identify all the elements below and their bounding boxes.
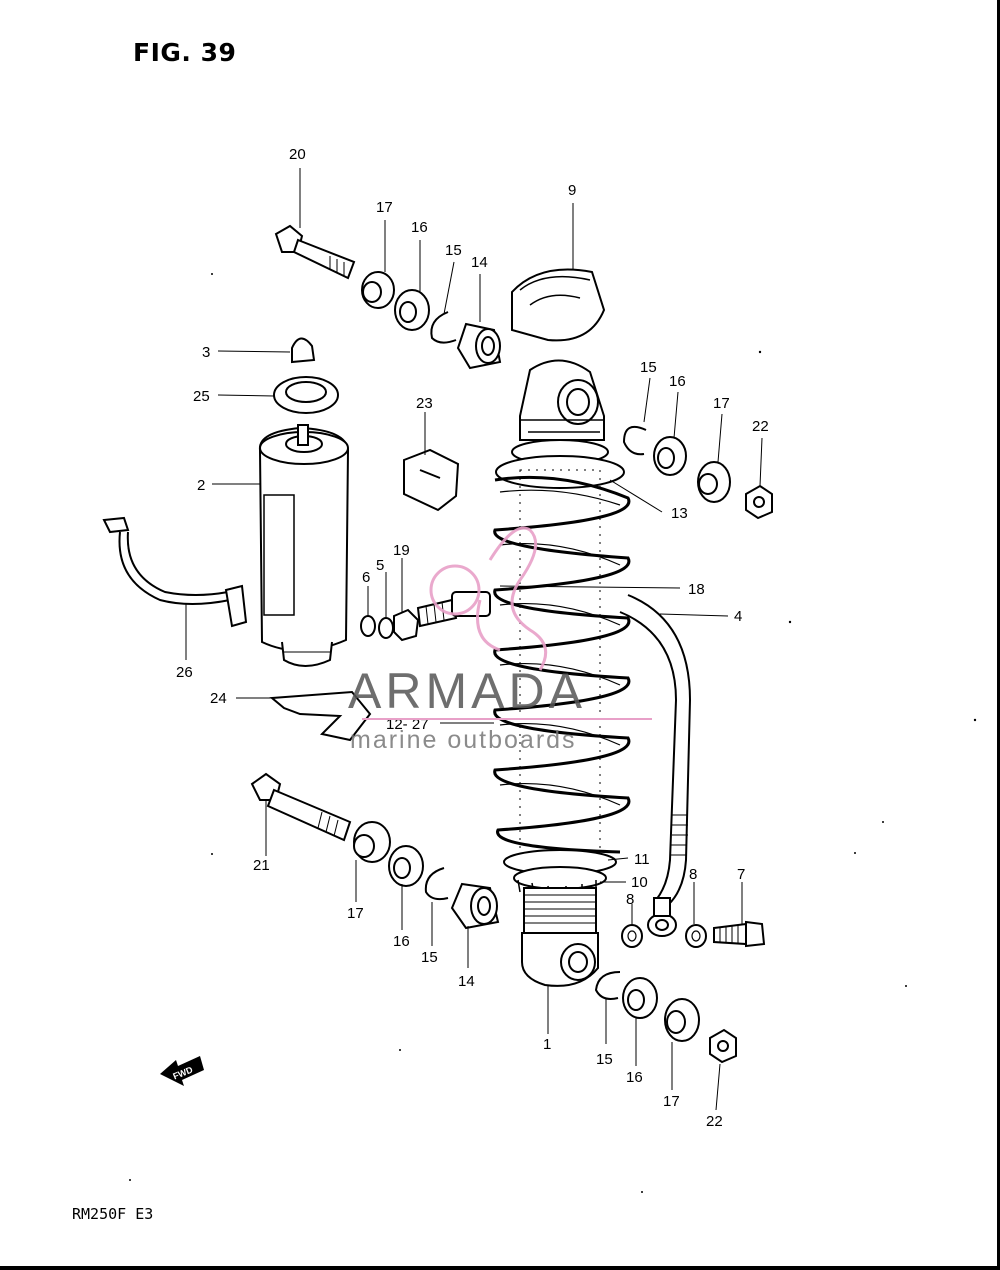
coil-spring: [493, 475, 631, 854]
callout-17: 17: [376, 199, 393, 216]
callout-24: 24: [210, 690, 227, 707]
callout-17: 17: [713, 395, 730, 412]
callout-15: 15: [596, 1051, 613, 1068]
watermark: ARMADA marine outboards: [348, 526, 652, 754]
callout-19: 19: [393, 542, 410, 559]
scan-specks: [129, 273, 977, 1193]
lower-oil-seal: [388, 845, 424, 887]
callout-17: 17: [663, 1093, 680, 1110]
frame-right-edge: [997, 0, 1000, 1270]
callouts: 20 17 16 15 14 9 3 25 23 2 15 16 17 22 1…: [176, 146, 769, 1130]
callout-7: 7: [737, 866, 745, 883]
frame-bottom-edge: [0, 1266, 1000, 1270]
right-lower-oil-seal: [622, 977, 658, 1019]
callout-14: 14: [458, 973, 475, 990]
washer-6: [360, 615, 376, 637]
right-upper-oil-seal: [653, 436, 687, 476]
watermark-brand: ARMADA: [348, 663, 586, 719]
callout-20: 20: [289, 146, 306, 163]
callout-21: 21: [253, 857, 270, 874]
lower-mount-bolt: [250, 772, 352, 842]
callout-16: 16: [626, 1069, 643, 1086]
leader-lines: [185, 168, 763, 1111]
reservoir-band: [102, 516, 248, 628]
callout-9: 9: [568, 182, 576, 199]
adjuster-screw: [416, 591, 491, 628]
reservoir: [258, 424, 350, 667]
callout-4: 4: [734, 608, 742, 625]
callout-1: 1: [543, 1036, 551, 1053]
right-upper-circlip: [622, 426, 647, 456]
figure-title: FIG. 39: [133, 38, 237, 67]
callout-22: 22: [752, 418, 769, 435]
callout-16: 16: [411, 219, 428, 236]
washer-8b: [685, 924, 707, 948]
callout-11: 11: [634, 851, 650, 868]
rubber-seal: [273, 376, 339, 414]
right-lower-circlip: [594, 971, 621, 1000]
callout-8: 8: [689, 866, 697, 883]
callout-10: 10: [631, 874, 648, 891]
callout-13: 13: [671, 505, 688, 522]
cushion: [403, 448, 460, 512]
right-upper-nut: [745, 484, 773, 520]
upper-mount-bolt: [274, 224, 356, 280]
callout-25: 25: [193, 388, 210, 405]
watermark-logo-icon: [429, 526, 548, 671]
callout-2: 2: [197, 477, 205, 494]
callout-5: 5: [376, 557, 384, 574]
reservoir-hose: [619, 594, 692, 937]
lower-bushing: [450, 882, 500, 930]
lower-collar: [353, 821, 391, 863]
upper-oil-seal: [394, 289, 430, 331]
callout-3: 3: [202, 344, 210, 361]
rubber-cap: [511, 268, 606, 342]
callout-16: 16: [669, 373, 686, 390]
valve-cap: [291, 337, 316, 364]
callout-22: 22: [706, 1113, 723, 1130]
callout-16: 16: [393, 933, 410, 950]
callout-17: 17: [347, 905, 364, 922]
watermark-tagline: marine outboards: [350, 726, 577, 754]
bracket-plate: [269, 690, 372, 742]
callout-8: 8: [626, 891, 634, 908]
right-lower-collar: [664, 998, 700, 1042]
upper-collar: [361, 271, 395, 309]
callout-23: 23: [416, 395, 433, 412]
upper-bushing: [456, 322, 502, 370]
callout-15: 15: [445, 242, 462, 259]
callout-26: 26: [176, 664, 193, 681]
upper-circlip: [430, 311, 457, 344]
right-lower-nut: [709, 1028, 737, 1064]
model-code: RM250F E3: [72, 1205, 154, 1223]
washer-5: [378, 617, 394, 639]
callout-15: 15: [421, 949, 438, 966]
callout-12-27: 12- 27: [386, 716, 429, 733]
forward-arrow-icon: FWD: [160, 1056, 204, 1086]
washer-8a: [621, 924, 643, 948]
banjo-bolt: [713, 920, 766, 948]
callout-15: 15: [640, 359, 657, 376]
shock-absorber: [493, 359, 631, 987]
nut-19: [393, 608, 420, 642]
callout-6: 6: [362, 569, 370, 586]
right-upper-collar: [697, 461, 731, 503]
callout-14: 14: [471, 254, 488, 271]
lower-circlip: [424, 867, 449, 901]
callout-18: 18: [688, 581, 705, 598]
